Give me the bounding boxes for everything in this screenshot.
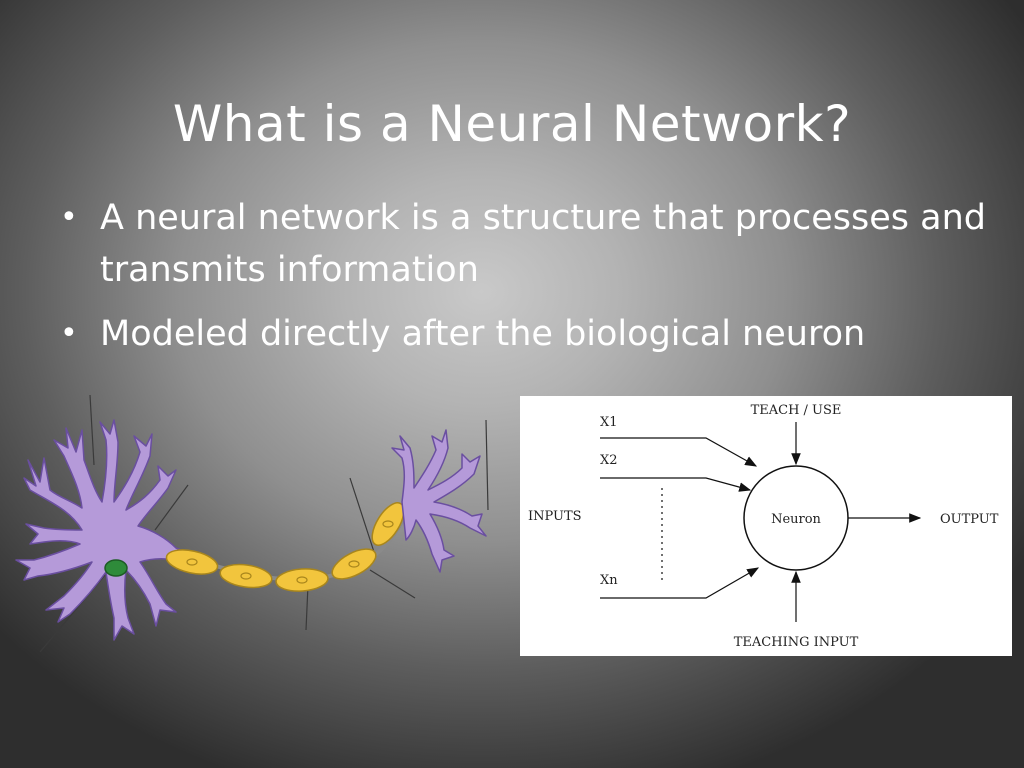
myelin-segment (219, 563, 273, 589)
bullet-marker: • (60, 200, 78, 235)
myelin-segment (371, 502, 405, 546)
input-label-x1: X1 (600, 415, 618, 430)
input-label-x2: X2 (600, 453, 618, 468)
input-arrow-x2 (600, 477, 752, 492)
bullet-list: • A neural network is a structure that p… (60, 192, 990, 372)
bullet-item: • A neural network is a structure that p… (60, 192, 990, 296)
bullet-text: Modeled directly after the biological ne… (100, 314, 866, 354)
myelin-sheath (165, 502, 405, 592)
biological-neuron-illustration (15, 394, 489, 653)
bullet-item: • Modeled directly after the biological … (60, 308, 990, 360)
cell-body (15, 419, 187, 641)
neuron-label: Neuron (771, 512, 821, 527)
label-pointer-lines (39, 394, 489, 653)
inputs-label: INPUTS (528, 509, 582, 524)
input-arrow-x1 (600, 437, 758, 467)
myelin-segment (331, 548, 377, 580)
bullet-marker: • (60, 316, 78, 351)
slide-title: What is a Neural Network? (172, 94, 852, 153)
myelin-segment (165, 549, 219, 575)
axon-terminal (391, 429, 487, 573)
nucleus (104, 559, 128, 577)
myelin-segment (275, 568, 329, 592)
neuron-diagram-svg: Neuron X1 X2 INPUTS Xn TEACH / USE OUTPU… (528, 403, 999, 650)
output-label: OUTPUT (940, 512, 999, 527)
input-arrow-xn (600, 567, 760, 599)
bullet-text: A neural network is a structure that pro… (100, 198, 986, 290)
teaching-input-label: TEACHING INPUT (734, 635, 859, 650)
neuron-diagram: Neuron X1 X2 INPUTS Xn TEACH / USE OUTPU… (520, 396, 1012, 656)
teach-use-label: TEACH / USE (751, 403, 842, 418)
input-label-xn: Xn (600, 573, 618, 588)
